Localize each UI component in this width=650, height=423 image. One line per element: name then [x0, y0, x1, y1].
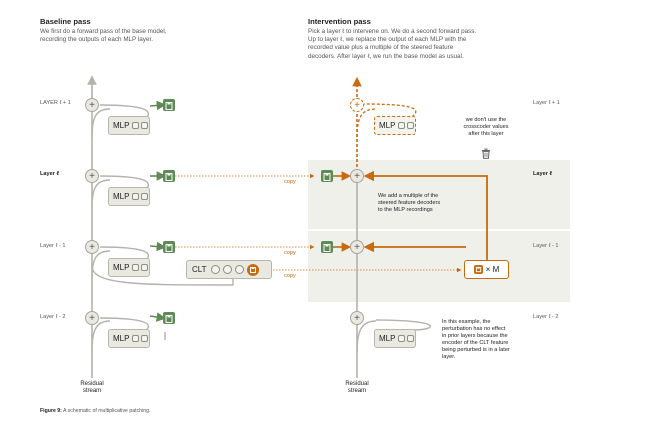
left-mlp-l-plus-1: MLP	[108, 116, 150, 135]
mlp-label: MLP	[113, 263, 130, 272]
save-icon	[163, 312, 175, 324]
layer-label-l: Layer ℓ	[40, 171, 60, 177]
right-layer-label-l-minus-1: Layer ℓ - 1	[533, 243, 559, 249]
mlp-label: MLP	[379, 121, 396, 130]
copy-label-l-minus-1: copy	[284, 250, 296, 256]
left-mlp-l: MLP	[108, 187, 150, 206]
layer-label-l-minus-1: Layer ℓ - 1	[40, 243, 66, 249]
copy-label-clt: copy	[284, 273, 296, 279]
mlp-label: MLP	[379, 334, 396, 343]
baseline-description: We first do a forward pass of the base m…	[40, 28, 167, 44]
right-plus-l-plus-1: +	[350, 98, 364, 112]
right-plus-l: +	[350, 169, 364, 183]
left-plus-l-plus-1: +	[85, 98, 99, 112]
figure-caption: Figure 9: A schematic of multiplicative …	[40, 408, 151, 414]
right-mlp-l-plus-1: MLP	[374, 116, 416, 135]
layer-label-l-plus-1: LAYER ℓ + 1	[40, 100, 71, 106]
mlp-label: MLP	[113, 334, 130, 343]
save-icon	[473, 265, 483, 274]
mlp-label: MLP	[113, 121, 130, 130]
note-multiple: We add a multiple of the steered feature…	[378, 193, 441, 214]
right-layer-label-l-plus-1: Layer ℓ + 1	[533, 100, 560, 106]
save-icon	[321, 170, 333, 182]
left-residual-stream-label: Residual stream	[80, 381, 104, 394]
left-mlp-l-minus-2: MLP	[108, 329, 150, 348]
save-icon	[163, 241, 175, 253]
clt-label: CLT	[192, 265, 207, 274]
copy-label-l: copy	[284, 179, 296, 185]
baseline-title: Baseline pass	[40, 17, 91, 26]
note-perturbation: In this example, the perturbation has no…	[442, 319, 510, 361]
save-icon	[163, 99, 175, 111]
right-plus-l-minus-2: +	[350, 311, 364, 325]
save-icon	[246, 263, 259, 276]
note-no-crosscoder: we don't use the crosscoder values after…	[463, 117, 509, 138]
intervention-title: Intervention pass	[308, 17, 371, 26]
layer-label-l-minus-2: Layer ℓ - 2	[40, 314, 66, 320]
clt-block: CLT	[186, 260, 272, 279]
left-mlp-l-minus-1: MLP	[108, 258, 150, 277]
multiply-m-block: × M	[464, 260, 509, 279]
save-icon	[163, 170, 175, 182]
save-icon	[321, 241, 333, 253]
right-layer-label-l-minus-2: Layer ℓ - 2	[533, 314, 559, 320]
right-mlp-l-minus-2: MLP	[374, 329, 416, 348]
intervention-description: Pick a layer ℓ to intervene on. We do a …	[308, 28, 477, 60]
right-layer-label-l: Layer ℓ	[533, 171, 553, 177]
right-plus-l-minus-1: +	[350, 240, 364, 254]
left-plus-l: +	[85, 169, 99, 183]
left-plus-l-minus-2: +	[85, 311, 99, 325]
multiply-label: × M	[485, 265, 500, 274]
right-residual-stream-label: Residual stream	[345, 381, 369, 394]
trash-icon	[481, 146, 491, 159]
mlp-label: MLP	[113, 192, 130, 201]
left-plus-l-minus-1: +	[85, 240, 99, 254]
